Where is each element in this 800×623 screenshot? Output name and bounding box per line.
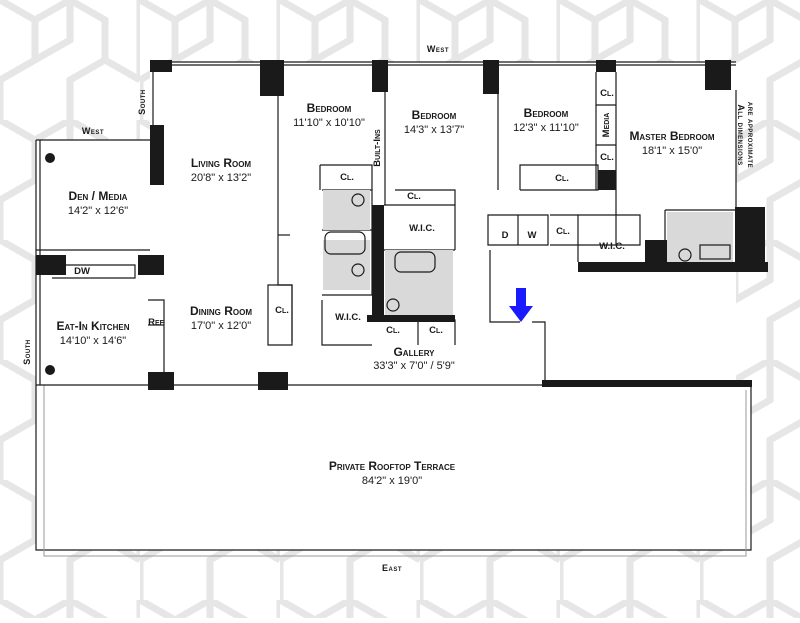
bedroom1-dims: 11'10" x 10'10" [293,117,365,129]
entry-arrow-icon [509,288,533,322]
note-line-1: All dimensions [736,104,746,165]
apartment-floor [150,62,736,385]
fixtures [324,193,761,312]
compass-south-lower: South [22,339,32,365]
wic-label-1: W.I.C. [409,223,435,234]
closet-label-6: Cl. [556,226,570,237]
compass-east: East [382,563,402,573]
compass-south-upper: South [137,89,147,115]
compass-west-left: West [82,126,104,136]
den-name: Den / Media [69,189,128,203]
compass-west-top: West [427,44,449,54]
master-name: Master Bedroom [629,129,714,143]
den-column-dot [45,153,55,163]
media-label: Media [601,113,612,138]
terrace-floor [36,385,751,550]
kitchen-name: Eat-In Kitchen [57,319,130,333]
refrigerator-label: Ref [148,317,165,328]
bedroom3-name: Bedroom [524,106,569,120]
dryer-label: D [502,230,509,241]
closet-label-4: Cl. [600,88,614,99]
closet-label-3: Cl. [555,173,569,184]
terrace-dims: 84'2" x 19'0" [362,475,422,487]
terrace-outline [35,385,752,551]
dining-dims: 17'0" x 12'0" [191,320,251,332]
gallery-name: Gallery [393,345,435,359]
wic-label-2: W.I.C. [335,312,361,323]
living-name: Living Room [191,156,252,170]
living-dims: 20'8" x 13'2" [191,172,251,184]
master-dims: 18'1" x 15'0" [642,145,702,157]
kitchen-dims: 14'10" x 14'6" [60,335,127,347]
dining-name: Dining Room [190,304,252,318]
closet-label-9: Cl. [429,325,443,336]
closet-label-7: Cl. [275,305,289,316]
closet-label-8: Cl. [386,325,400,336]
bedroom1-name: Bedroom [307,101,352,115]
builtins-label: Built-Ins [372,129,383,167]
bath-1 [323,190,370,230]
terrace-rail [43,385,747,557]
washer-label: W [528,230,537,241]
wic-label-3: W.I.C. [599,241,625,252]
closet-label-5: Cl. [600,152,614,163]
bath-2 [323,240,370,290]
columns [36,60,768,390]
note-line-2: are approximate [746,102,756,168]
closet-label-1: Cl. [340,172,354,183]
terrace-name: Private Rooftop Terrace [329,459,456,473]
bedroom3-dims: 12'3" x 11'10" [513,122,579,134]
den-dims: 14'2" x 12'6" [68,205,128,217]
dishwasher-label: DW [74,266,90,277]
den-floor [36,140,152,250]
partitions [36,72,737,385]
gallery-dims: 33'3" x 7'0" / 5'9" [373,360,455,372]
bedroom2-name: Bedroom [412,108,457,122]
bath-3 [385,250,453,315]
closet-label-2: Cl. [407,191,421,202]
bedroom2-dims: 14'3" x 13'7" [404,124,464,136]
kitchen-column-dot [45,365,55,375]
